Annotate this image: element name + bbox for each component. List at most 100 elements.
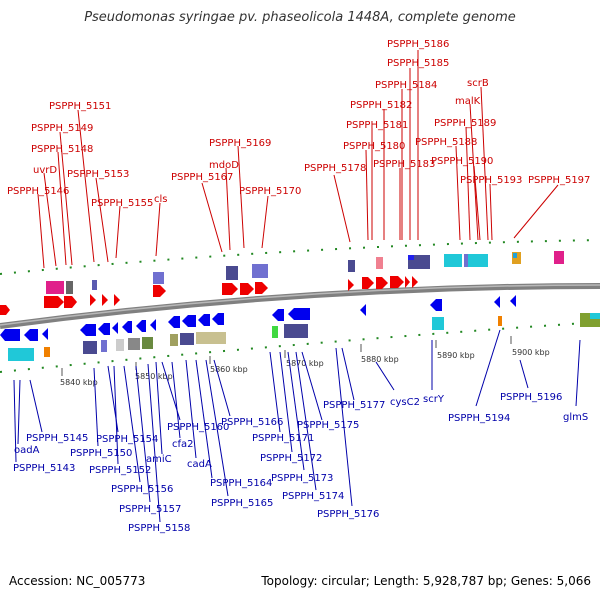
lower-leader-lines: [13, 329, 581, 523]
gene-label: amiC: [146, 454, 172, 465]
gene-label: PSPPH_5175: [297, 420, 359, 431]
reverse-gene-arrow: [360, 304, 366, 316]
gene-label: PSPPH_5148: [31, 144, 93, 155]
forward-gene-arrow: [102, 294, 108, 306]
reverse-gene-arrow: [494, 296, 500, 308]
genome-backbone: [0, 283, 600, 329]
gene-label: PSPPH_5185: [387, 58, 449, 69]
lower-gene-labels: PSPPH_5145 oadA PSPPH_5143 PSPPH_5150 PS…: [13, 392, 588, 534]
gene-label: PSPPH_5181: [346, 120, 408, 131]
reverse-gene-arrow: [212, 313, 224, 325]
gene-label: PSPPH_5169: [209, 138, 271, 149]
feature-block: [376, 257, 383, 269]
forward-gene-arrow: [114, 294, 120, 306]
gene-label: PSPPH_5149: [31, 123, 93, 134]
reverse-gene-arrow: [182, 315, 196, 327]
reverse-gene-arrow: [24, 329, 38, 341]
gene-label: mdoD: [209, 160, 239, 171]
feature-block: [101, 340, 107, 352]
reverse-gene-arrow: [288, 308, 310, 320]
gene-label: PSPPH_5157: [119, 504, 181, 515]
gene-label: PSPPH_5183: [373, 159, 435, 170]
gene-label: PSPPH_5151: [49, 101, 111, 112]
gene-label: PSPPH_5164: [210, 478, 272, 489]
feature-block: [284, 324, 308, 338]
gene-label: glmS: [563, 412, 588, 423]
scale-label-5860: 5860 kbp: [210, 365, 248, 374]
scale-label-5840: 5840 kbp: [60, 378, 98, 387]
feature-block: [444, 254, 462, 267]
gene-label: PSPPH_5190: [431, 156, 493, 167]
map-title: Pseudomonas syringae pv. phaseolicola 14…: [84, 10, 516, 25]
gene-label: PSPPH_5177: [323, 400, 385, 411]
upper-feature-blocks: [46, 251, 564, 294]
lower-track-guide: [0, 321, 600, 373]
forward-gene-arrow: [362, 277, 374, 289]
reverse-genes: [0, 295, 516, 341]
gene-label: PSPPH_5143: [13, 463, 75, 474]
feature-block: [170, 334, 178, 346]
feature-block: [92, 280, 97, 290]
gene-label: PSPPH_5165: [211, 498, 273, 509]
feature-block: [8, 348, 34, 361]
scale-label-5890: 5890 kbp: [437, 351, 475, 360]
scale-bar: 5840 kbp 5850 kbp 5860 kbp 5870 kbp 5880…: [60, 336, 550, 387]
forward-gene-arrow: [222, 283, 238, 295]
gene-label: PSPPH_5171: [252, 433, 314, 444]
gene-label: cadA: [187, 459, 212, 470]
feature-block: [128, 338, 140, 350]
forward-gene-arrow: [64, 296, 77, 308]
upper-track-guide: [0, 239, 600, 275]
reverse-gene-arrow: [198, 314, 210, 326]
forward-gene-arrow: [348, 279, 354, 291]
gene-label: PSPPH_5153: [67, 169, 129, 180]
gene-label: PSPPH_5160: [167, 422, 229, 433]
forward-gene-arrow: [0, 305, 10, 315]
forward-gene-arrow: [240, 283, 254, 295]
reverse-gene-arrow: [168, 316, 180, 328]
feature-block: [464, 254, 468, 267]
reverse-gene-arrow: [150, 319, 156, 331]
scale-label-5900: 5900 kbp: [512, 348, 550, 357]
gene-label: PSPPH_5184: [375, 80, 437, 91]
gene-label: PSPPH_5178: [304, 163, 366, 174]
accession-label: Accession: NC_005773: [9, 574, 146, 588]
reverse-gene-arrow: [510, 295, 516, 307]
gene-label: PSPPH_5172: [260, 453, 322, 464]
forward-gene-arrow: [153, 285, 166, 297]
gene-label: cfa2: [172, 439, 194, 450]
feature-block: [66, 281, 73, 294]
lower-feature-blocks: [8, 313, 600, 361]
feature-block: [468, 254, 488, 267]
feature-block: [348, 260, 355, 272]
gene-label: PSPPH_5146: [7, 186, 69, 197]
gene-label: PSPPH_5194: [448, 413, 510, 424]
forward-gene-arrow: [90, 294, 96, 306]
reverse-gene-arrow: [0, 329, 20, 341]
feature-block: [116, 339, 124, 351]
gene-label: PSPPH_5150: [70, 448, 132, 459]
gene-label: PSPPH_5167: [171, 172, 233, 183]
gene-label: uvrD: [33, 165, 57, 176]
reverse-gene-arrow: [272, 309, 284, 321]
gene-label: PSPPH_5196: [500, 392, 562, 403]
feature-block: [153, 272, 164, 284]
reverse-gene-arrow: [42, 328, 48, 340]
reverse-gene-arrow: [136, 320, 146, 332]
gene-label: PSPPH_5155: [91, 198, 153, 209]
feature-block: [252, 264, 268, 278]
gene-label: oadA: [14, 445, 40, 456]
gene-label: PSPPH_5158: [128, 523, 190, 534]
feature-block: [44, 347, 50, 357]
feature-block: [180, 333, 194, 345]
upper-leader-lines: [37, 50, 559, 269]
feature-block: [272, 326, 278, 338]
gene-label: PSPPH_5180: [343, 141, 405, 152]
gene-label: PSPPH_5170: [239, 186, 301, 197]
genome-summary: Topology: circular; Length: 5,928,787 bp…: [261, 574, 591, 588]
feature-block: [432, 317, 444, 330]
feature-block: [498, 316, 502, 326]
gene-label: PSPPH_5166: [221, 417, 283, 428]
reverse-gene-arrow: [80, 324, 96, 336]
